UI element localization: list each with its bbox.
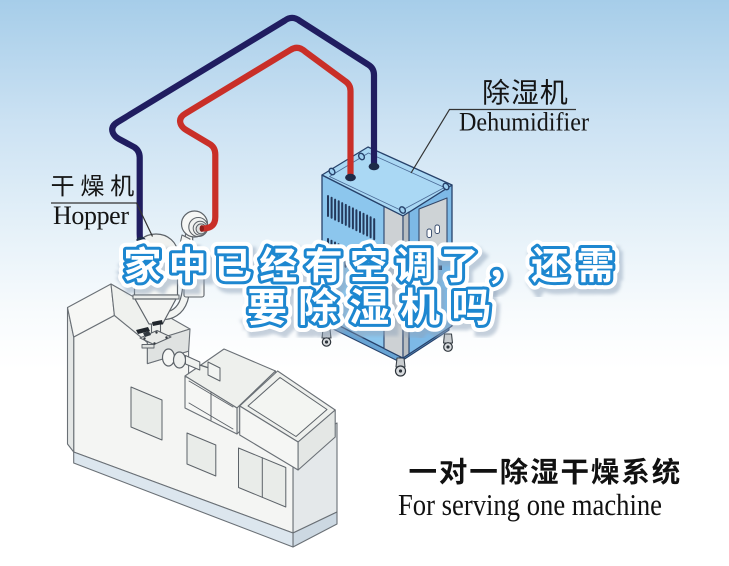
- svg-text:Hopper: Hopper: [53, 201, 129, 230]
- svg-text:For serving one machine: For serving one machine: [398, 487, 662, 522]
- svg-text:Dehumidifier: Dehumidifier: [459, 108, 589, 137]
